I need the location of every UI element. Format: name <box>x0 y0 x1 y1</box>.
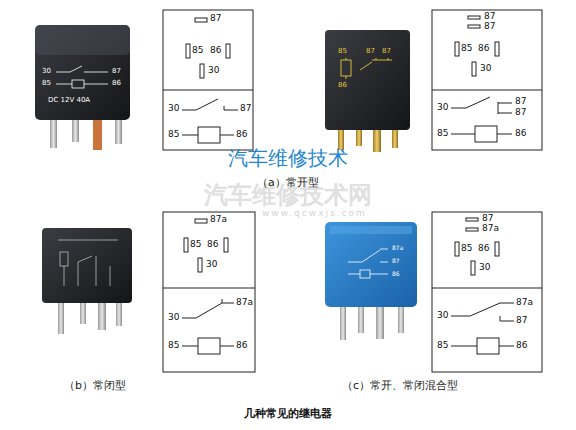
pin-label: 86 <box>112 80 121 87</box>
pin-label: 85 <box>461 244 472 253</box>
sub-caption: （a）常开型 <box>257 177 319 188</box>
pin-label: 87 <box>112 68 121 75</box>
pin-panel <box>432 10 542 150</box>
pin-label: 85 <box>168 341 179 350</box>
pin-label: 30 <box>479 263 490 272</box>
pin-label: 87 <box>484 22 495 31</box>
pin-label: 86 <box>210 46 221 55</box>
pin-label: 85 <box>461 44 472 53</box>
figure-caption: 几种常见的继电器 <box>244 408 332 419</box>
pin-label: 30 <box>42 68 51 75</box>
pin-label: 85 <box>190 240 201 249</box>
pin-label: 30 <box>168 313 179 322</box>
pin-label: 85 <box>338 48 347 55</box>
sub-caption: （c）常开、常闭混合型 <box>342 380 458 391</box>
pin-label: 86 <box>516 341 527 350</box>
pin-label: 86 <box>236 341 247 350</box>
pin-label: 85 <box>437 341 448 350</box>
pin-label: 87 <box>516 316 527 325</box>
pin-label: 86 <box>338 82 347 89</box>
pin-label: 87 <box>515 97 526 106</box>
pin-panel <box>163 212 255 372</box>
pin-label: 87a <box>210 215 227 224</box>
pin-label: 87a <box>392 245 403 251</box>
relay-photo <box>42 228 132 334</box>
pin-label: 87 <box>484 12 495 21</box>
pin-panel <box>163 10 253 150</box>
pin-label: 87 <box>210 14 221 23</box>
pin-label: 87 <box>366 48 375 55</box>
pin-label: 86 <box>236 130 247 139</box>
pin-label: 30 <box>168 104 179 113</box>
pin-label: 87 <box>392 258 400 264</box>
relay-photo <box>325 222 417 340</box>
rating-text: DC 12V 40A <box>48 97 90 104</box>
pin-label: 85 <box>42 80 51 87</box>
pin-label: 87 <box>240 104 251 113</box>
pin-label: 85 <box>192 46 203 55</box>
pin-label: 86 <box>478 44 489 53</box>
sub-caption: （b）常闭型 <box>64 380 126 391</box>
pin-label: 87a <box>516 298 533 307</box>
pin-panel <box>432 212 542 372</box>
relay-photo <box>35 25 130 150</box>
pin-label: 87 <box>482 214 493 223</box>
pin-label: 86 <box>392 271 400 277</box>
relay-photo <box>325 30 410 152</box>
pin-label: 30 <box>206 260 217 269</box>
pin-label: 30 <box>437 103 448 112</box>
watermark: 汽车维修技术 <box>228 148 348 168</box>
pin-label: 87a <box>482 224 499 233</box>
watermark: www.qcwxjs.com <box>262 209 367 218</box>
pin-label: 85 <box>168 130 179 139</box>
pin-label: 30 <box>437 311 448 320</box>
pin-label: 85 <box>437 129 448 138</box>
pin-label: 87a <box>236 298 253 307</box>
pin-label: 87 <box>382 48 391 55</box>
pin-label: 86 <box>515 129 526 138</box>
pin-label: 30 <box>480 64 491 73</box>
pin-label: 87 <box>515 108 526 117</box>
pin-label: 30 <box>208 66 219 75</box>
pin-label: 86 <box>478 244 489 253</box>
pin-label: 86 <box>207 240 218 249</box>
